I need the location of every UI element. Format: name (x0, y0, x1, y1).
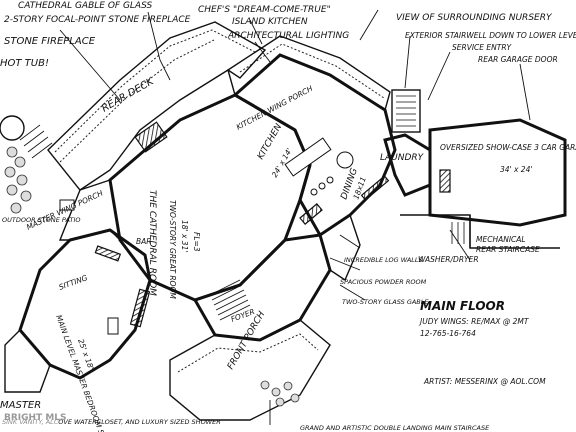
label-garage-dim: 34' x 24' (500, 165, 532, 174)
label-bottom-note: GRAND AND ARTISTIC DOUBLE LANDING MAIN S… (300, 424, 490, 432)
label-rear-deck: REAR DECK (100, 75, 157, 114)
outdoor-stone-patio (0, 115, 32, 214)
label-rear-staircase: REAR STAIRCASE (476, 245, 540, 254)
front-porch-outline (169, 319, 331, 421)
front-stone-patio (260, 380, 300, 407)
label-master-wing-porch: MASTER WING PORCH (25, 188, 105, 231)
label-master: MASTER (0, 400, 41, 411)
label-artist: ARTIST: MESSERINX @ AOL.COM (423, 377, 546, 386)
label-rear-garage-door: REAR GARAGE DOOR (478, 55, 558, 64)
watermark-text: BRIGHT MLS (4, 413, 67, 423)
laundry-walls (383, 133, 432, 197)
hatched-elements (94, 121, 451, 328)
label-bar: BAR (136, 237, 152, 246)
label-architectural-lighting: ARCHITECTURAL LIGHTING (227, 31, 349, 41)
label-sitting: SITTING (58, 273, 89, 292)
master-porch-outline (4, 328, 51, 393)
label-main-floor: MAIN FLOOR (420, 299, 505, 313)
label-cathedral-gable: CATHEDRAL GABLE OF GLASS (18, 1, 152, 11)
rear-stair (451, 222, 465, 244)
label-great-room: TWO-STORY GREAT ROOM (168, 200, 177, 299)
label-stone-fireplace: STONE FIREPLACE (4, 36, 96, 47)
furniture (59, 137, 354, 335)
label-washer-dryer: WASHER/DRYER (418, 255, 479, 264)
label-laundry: LAUNDRY (380, 153, 425, 163)
label-cathedral-room: THE CATHEDRAL ROOM (147, 190, 157, 296)
label-island-kitchen: ISLAND KITCHEN (232, 17, 308, 27)
label-phone: 12-765-16-764 (420, 329, 476, 338)
fireplace-stone (134, 121, 168, 153)
kitchen-wing-porch (227, 35, 391, 112)
main-staircase (209, 279, 251, 321)
stairs (19, 95, 465, 321)
label-powder-room: SPACIOUS POWDER ROOM (340, 278, 427, 286)
label-mechanical: MECHANICAL (476, 235, 526, 244)
exterior-stairwell (391, 89, 421, 133)
label-hot-tub: HOT TUB! (0, 58, 49, 69)
rear-deck-outline (47, 21, 267, 191)
label-bath-note: SINK VANITY, ALCOVE WATERCLOSET, AND LUX… (2, 418, 221, 426)
watermark: BRIGHT MLS (0, 408, 67, 424)
label-great-room-ht: FL=3 (192, 232, 201, 252)
label-exterior-stairwell: EXTERIOR STAIRWELL DOWN TO LOWER LEVEL (405, 31, 576, 40)
label-chefs-kitchen: CHEF'S "DREAM-COME-TRUE" (198, 5, 331, 15)
dining-table (336, 151, 354, 169)
glass-gable (319, 213, 361, 282)
deck-stairs (19, 124, 53, 159)
hot-tub-outline (0, 115, 25, 141)
service-stair (396, 95, 416, 127)
label-glass-gable: TWO-STORY GLASS GABLE (342, 298, 429, 306)
label-credit: JUDY WINGS: RE/MAX @ 2MT (418, 317, 530, 326)
foyer-walls (192, 233, 332, 342)
label-great-room-dim: 18' x 31' (180, 220, 189, 252)
kitchen-island (284, 137, 332, 177)
label-outdoor-patio: OUTDOOR STONE PATIO (2, 216, 81, 224)
label-log-walls: INCREDIBLE LOG WALLS (344, 256, 423, 264)
leader-lines (59, 9, 531, 425)
great-room-walls (108, 93, 312, 302)
label-view-nursery: VIEW OF SURROUNDING NURSERY (396, 13, 553, 23)
label-two-story-fireplace: 2-STORY FOCAL-POINT STONE FIREPLACE (4, 15, 191, 25)
label-service-entry: SERVICE ENTRY (452, 43, 513, 52)
label-garage: OVERSIZED SHOW-CASE 3 CAR GARAGE (440, 143, 576, 152)
master-wing-porch (58, 179, 122, 243)
